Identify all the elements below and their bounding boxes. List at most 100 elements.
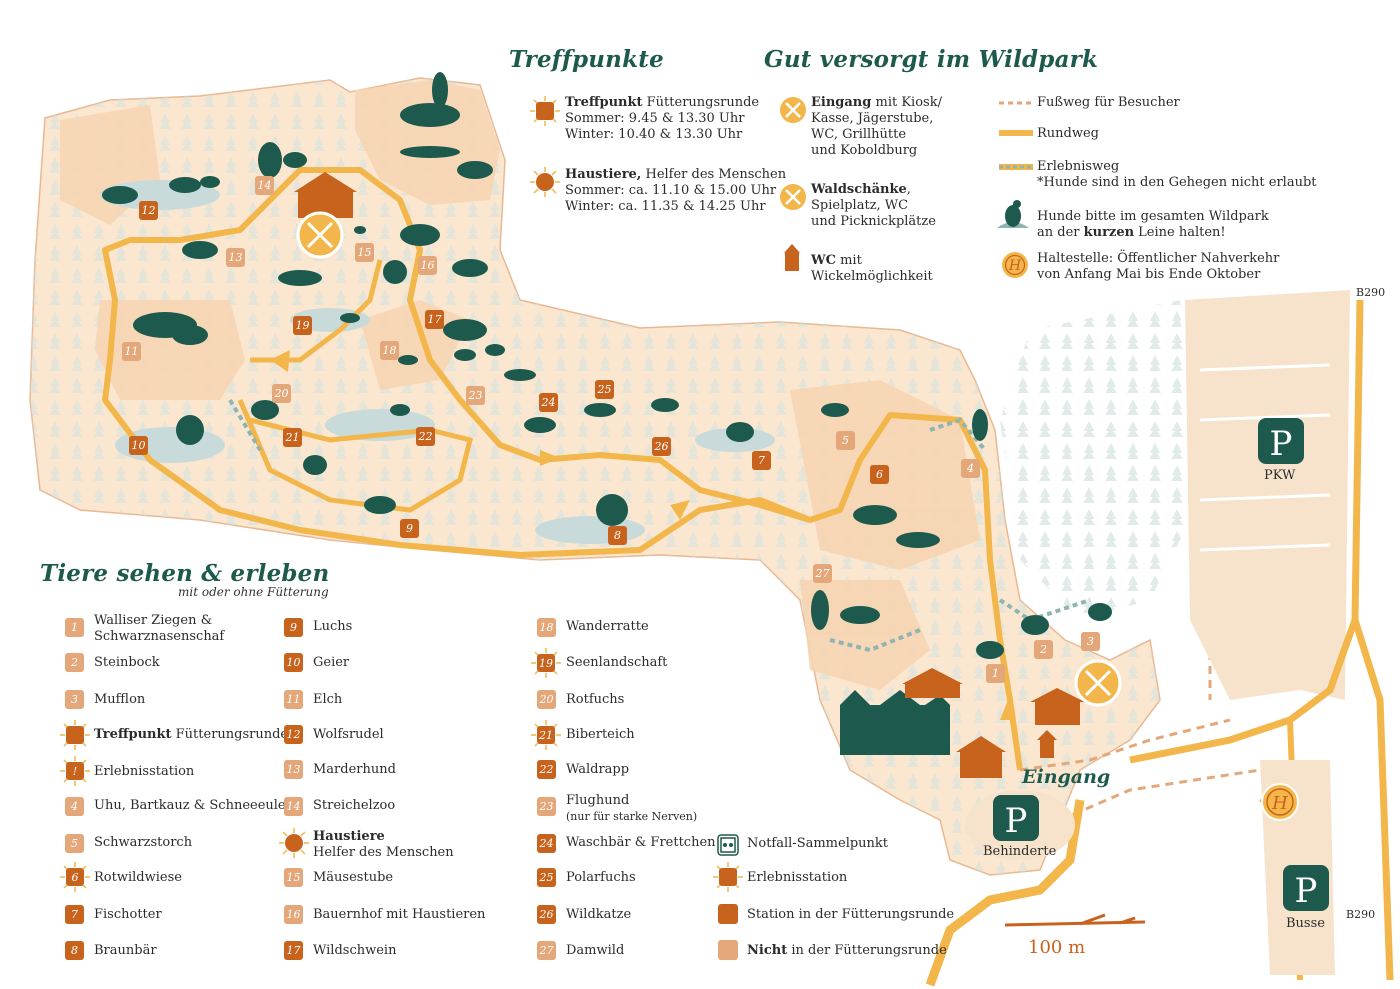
- map-marker-21[interactable]: 21: [283, 428, 302, 447]
- versorgt-title: Gut versorgt im Wildpark: [764, 46, 1099, 73]
- entrance-label: Eingang: [1022, 766, 1111, 788]
- parking-pkw-label: PKW: [1264, 468, 1296, 483]
- feeding-station-square-icon: [718, 904, 738, 924]
- legend-item-22: Waldrapp: [566, 762, 630, 777]
- map-marker-3[interactable]: 3: [1081, 632, 1100, 651]
- map-marker-26[interactable]: 26: [652, 437, 671, 456]
- legend-badge-11: 11: [284, 690, 303, 709]
- rundweg-legend-line: [999, 130, 1033, 136]
- map-marker-12[interactable]: 12: [139, 201, 158, 220]
- legend-item-21: Biberteich: [566, 727, 635, 742]
- legend-badge-16: 16: [284, 905, 303, 924]
- map-marker-20[interactable]: 20: [272, 384, 291, 403]
- map-marker-4[interactable]: 4: [961, 459, 980, 478]
- symbol-nicht-label: Nicht in der Fütterungsrunde: [747, 943, 947, 958]
- animal-silhouettes: [102, 72, 1112, 659]
- haustiere-info: Haustiere, Helfer des Menschen Sommer: c…: [565, 167, 787, 214]
- legend-badge-17: 17: [284, 941, 303, 960]
- legend-item-12: Wolfsrudel: [313, 727, 384, 742]
- map-marker-6[interactable]: 6: [870, 465, 889, 484]
- legend-item-13: Marderhund: [313, 762, 396, 777]
- symbol-notfall-label: Notfall-Sammelpunkt: [747, 836, 889, 851]
- map-marker-13[interactable]: 13: [226, 248, 245, 267]
- erlebnisweg-legend-label: Erlebnisweg *Hunde sind in den Gehegen n…: [1037, 159, 1317, 190]
- legend-badge-1: 1: [65, 618, 84, 637]
- map-marker-15[interactable]: 15: [355, 243, 374, 262]
- legend-badge-3: 3: [65, 690, 84, 709]
- legend-badge-13: 13: [284, 760, 303, 779]
- pet-sun-icon: [530, 167, 560, 197]
- legend-badge-24: 24: [537, 834, 556, 853]
- parking-busse-letter: P: [1295, 871, 1318, 911]
- bus-stop-letter: H: [1271, 793, 1288, 814]
- emergency-assembly-point-icon: [717, 834, 739, 856]
- legend-badge-9: 9: [284, 618, 303, 637]
- legend-item-9: Luchs: [313, 619, 353, 634]
- legend-item-10: Geier: [313, 655, 350, 670]
- legend-badge-7: 7: [65, 905, 84, 924]
- map-marker-24[interactable]: 24: [539, 393, 558, 412]
- map-marker-14[interactable]: 14: [255, 176, 274, 195]
- map-marker-8[interactable]: 8: [608, 526, 627, 545]
- parking-pkw-area: [1185, 290, 1350, 700]
- restaurant-icon: [780, 97, 806, 123]
- map-marker-5[interactable]: 5: [836, 431, 855, 450]
- fussweg-path: [1019, 330, 1291, 822]
- map-marker-22[interactable]: 22: [416, 427, 435, 446]
- map-marker-23[interactable]: 23: [466, 386, 485, 405]
- legend-item-1: Walliser Ziegen &Schwarznasenschaf: [94, 613, 225, 644]
- map-marker-2[interactable]: 2: [1034, 640, 1053, 659]
- erlebnisweg-path: [228, 398, 1091, 653]
- experience-station-icon: [713, 862, 743, 892]
- waldschaenke-info: Waldschänke, Spielplatz, WC und Picknick…: [811, 182, 936, 229]
- symbol-erlebnisstation-label: Erlebnisstation: [747, 870, 848, 885]
- legend-item-4: Uhu, Bartkauz & Schneeeule: [94, 798, 286, 813]
- svg-text:H: H: [1008, 258, 1022, 274]
- legend-item-14: Streichelzoo: [313, 798, 396, 813]
- forest-area-east: [1000, 300, 1190, 620]
- map-marker-1[interactable]: 1: [986, 664, 1005, 683]
- map-marker-11[interactable]: 11: [122, 342, 141, 361]
- legend-item-20: Rotfuchs: [566, 692, 625, 707]
- dog-leash-note: Hunde bitte im gesamten Wildpark an der …: [1037, 209, 1269, 240]
- legend-badge-27: 27: [537, 941, 556, 960]
- map-marker-7[interactable]: 7: [752, 451, 771, 470]
- map-marker-17[interactable]: 17: [425, 310, 444, 329]
- map-marker-10[interactable]: 10: [129, 436, 148, 455]
- feeding-station-sun-icon: [60, 720, 90, 750]
- bus-stop-note: Haltestelle: Öffentlicher Nahverkehr von…: [1037, 251, 1280, 282]
- legend-badge-8: 8: [65, 941, 84, 960]
- restaurant-icon: [296, 211, 1122, 707]
- map-marker-9[interactable]: 9: [400, 519, 419, 538]
- legend-item-16: Bauernhof mit Haustieren: [313, 907, 486, 922]
- sun-marker-21: 21: [531, 720, 561, 750]
- road-b290: [1129, 299, 1394, 981]
- map-marker-16[interactable]: 16: [418, 256, 437, 275]
- map-marker-18[interactable]: 18: [380, 341, 399, 360]
- road-label-b290-bottom: B290: [1346, 908, 1376, 921]
- bus-stop-icon: H: [1002, 252, 1028, 278]
- parking-behinderte-letter: P: [1005, 801, 1028, 841]
- tiere-title: Tiere sehen & erleben: [40, 560, 330, 587]
- treffpunkt-info: Treffpunkt Fütterungsrunde Sommer: 9.45 …: [565, 95, 760, 142]
- legend-badge-25: 25: [537, 868, 556, 887]
- map-marker-19[interactable]: 19: [293, 316, 312, 335]
- experience-station-sun-icon: !: [60, 756, 90, 786]
- restaurant-icon: [780, 184, 806, 210]
- legend-item-erlebnisstation: Erlebnisstation: [94, 764, 195, 779]
- feeding-station-sun-icon: [530, 96, 560, 126]
- pet-sun-icon: [279, 828, 309, 858]
- parking-icon: [993, 418, 1329, 911]
- access-road: [925, 799, 1085, 987]
- map-marker-27[interactable]: 27: [813, 564, 832, 583]
- toilet-hut-icon: [784, 244, 800, 271]
- bus-stop-icon: [1261, 783, 1299, 821]
- parking-busse-label: Busse: [1286, 916, 1325, 931]
- scale-label: 100 m: [1028, 937, 1086, 958]
- parking-behinderte-label: Behinderte: [983, 844, 1057, 859]
- legend-item-7: Fischotter: [94, 907, 162, 922]
- map-marker-25[interactable]: 25: [595, 380, 614, 399]
- legend-badge-14: 14: [284, 797, 303, 816]
- road-label-b290-top: B290: [1356, 286, 1386, 299]
